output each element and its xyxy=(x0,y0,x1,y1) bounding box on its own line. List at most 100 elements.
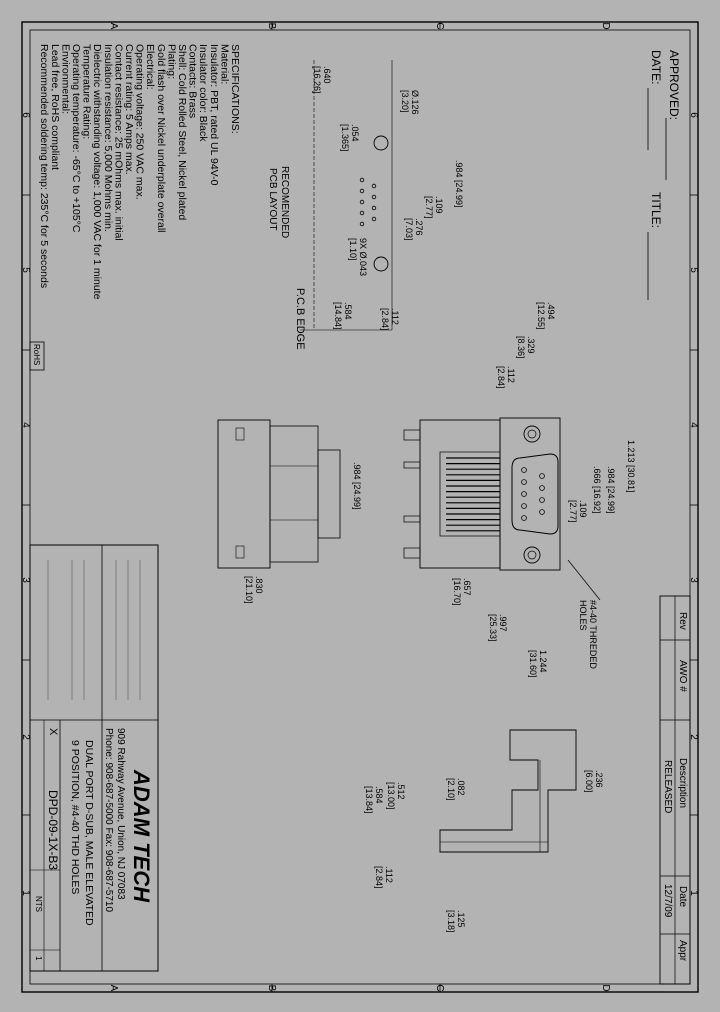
company-address: 909 Rahway Avenue, Union, NJ 07083 xyxy=(115,728,126,900)
zone-letter-bot-b: B xyxy=(266,985,277,992)
zone-letter-top-c: C xyxy=(434,22,445,29)
zone-number-r-5: 5 xyxy=(688,267,699,273)
zone-number-l-5: 5 xyxy=(20,267,31,273)
outer-border xyxy=(21,21,699,993)
front-dim-494: .494[12.55] xyxy=(536,302,556,330)
side-dim-512: .512[13.00] xyxy=(386,782,406,810)
appr-header: Appr xyxy=(677,940,688,962)
pcb-layout: Ø.126[3.20] .640[16.26] .054[1.365] .984… xyxy=(267,60,464,350)
specification-line: Insulator color: Black xyxy=(197,44,209,142)
awo-header: AWO # xyxy=(677,660,688,692)
dsub-pin xyxy=(521,467,527,473)
pcb-dim-112: .112[2.84] xyxy=(380,308,400,331)
pcb-dim-276: .276[7.03] xyxy=(404,218,424,241)
scale-value: NTS xyxy=(34,896,43,912)
specification-line: Current rating: 5 Amps max. xyxy=(123,44,135,175)
inner-border xyxy=(29,29,691,985)
zone-letter-top-b: B xyxy=(266,23,277,30)
top-dim-984: .984 [24.99] xyxy=(352,462,362,510)
company-name: ADAM TECH xyxy=(129,769,154,903)
zone-number-l-6: 6 xyxy=(20,112,31,118)
pcb-edge-label: P.C.B EDGE xyxy=(294,288,306,350)
side-dim-236: .236[6.00] xyxy=(584,770,604,793)
pcb-layout-label-1: RECOMENDED xyxy=(279,166,290,238)
specification-line: Plating: xyxy=(165,44,177,79)
side-dim-112: .112[2.84] xyxy=(374,866,394,889)
date-cell: 12/7/09 xyxy=(662,884,673,918)
pcb-pin-hole xyxy=(371,183,377,189)
side-dim-125: .125[3.18] xyxy=(446,910,466,933)
zone-number-r-4: 4 xyxy=(688,422,699,428)
dsub-pin xyxy=(539,497,545,503)
drawing-title-2: 9 POSITION, #4-40 THD HOLES xyxy=(69,740,81,894)
specification-line: Material: xyxy=(218,44,230,84)
top-dim-830: .830[21.10] xyxy=(244,576,264,604)
zone-number-r-1: 1 xyxy=(688,890,699,896)
dsub-pin xyxy=(539,509,545,515)
specification-line: Recommended soldering temp: 235°C for 5 … xyxy=(38,44,50,288)
pcb-dim-984: .984 [24.99] xyxy=(454,160,464,208)
rohs-badge: RoHS xyxy=(32,344,41,365)
front-dim-1244: 1.244[31.60] xyxy=(528,650,548,678)
specification-line: Gold flash over Nickel underplate overal… xyxy=(155,44,167,233)
pcb-pin-hole xyxy=(359,210,365,216)
zone-number-l-4: 4 xyxy=(20,422,31,428)
zone-number-l-2: 2 xyxy=(20,734,31,740)
pcb-dim-054: .054[1.365] xyxy=(340,124,360,152)
zone-letters: A B C D A B C D 6 5 4 3 2 1 6 5 4 3 2 1 xyxy=(20,22,699,991)
zone-letter-bot-d: D xyxy=(600,984,611,991)
front-dim-657: .657[16.70] xyxy=(452,578,472,606)
dsub-pin xyxy=(539,485,545,491)
specification-line: Contacts: Brass xyxy=(187,44,199,118)
pcb-pin-holes xyxy=(359,177,377,227)
side-view-outline xyxy=(439,729,577,853)
zone-letter-top-a: A xyxy=(108,23,119,30)
top-view: .984 [24.99] .830[21.10] xyxy=(217,419,362,604)
thread-hole-top xyxy=(523,425,541,443)
date-header: Date xyxy=(677,886,688,908)
pcb-dim-109: .109[2.77] xyxy=(424,196,444,219)
specification-line: Dielectric withstanding voltage: 1,000 V… xyxy=(91,44,103,300)
thread-hole-bottom xyxy=(523,546,541,564)
revision-table: Rev AWO # Description Date Appr RELEASED… xyxy=(659,595,691,985)
pcb-dim-640: .640[16.26] xyxy=(312,66,332,94)
specification-line: Shell: Cold Rolled Steel, Nickel plated xyxy=(176,44,188,220)
specification-line: Environmental: xyxy=(59,44,71,114)
front-dim-984: .984 [24.99] xyxy=(606,466,616,514)
drawing-title-1: DUAL PORT D-SUB, MALE ELEVATED xyxy=(83,740,95,926)
front-view-fins xyxy=(446,457,500,532)
front-view: .494[12.55] .329[8.36] .112[2.84] 1.213 … xyxy=(403,302,636,678)
description-header: Description xyxy=(677,758,688,808)
zone-letter-top-d: D xyxy=(600,22,611,29)
specification-line: Temperature Rating: xyxy=(81,44,93,139)
approval-block: APPROVED: DATE: TITLE: xyxy=(647,50,681,300)
dsub-pin xyxy=(521,515,527,521)
sheet-number: 1 xyxy=(34,956,43,961)
description-cell: RELEASED xyxy=(662,760,673,813)
front-dim-329: .329[8.36] xyxy=(516,336,536,359)
pcb-pin-hole xyxy=(359,188,365,194)
specification-line: Operating voltage: 250 VAC max. xyxy=(134,44,146,200)
dsub-pin xyxy=(521,503,527,509)
zone-letter-bot-a: A xyxy=(108,985,119,992)
zone-ticks xyxy=(22,22,698,992)
pcb-dim-hole-dia: Ø.126[3.20] xyxy=(400,90,420,115)
part-number: DPD-09-1X-B3 xyxy=(46,790,60,870)
specifications-heading: SPECIFICATIONS: xyxy=(229,44,241,134)
dsub-shell-outline xyxy=(511,453,559,535)
front-dim-109: .109[2.77] xyxy=(568,500,588,523)
thread-hole-note: #4-40 THREDEDHOLES xyxy=(578,600,598,669)
rev-header: Rev xyxy=(677,612,688,630)
specifications: SPECIFICATIONS:Material:Insulator: PBT, … xyxy=(38,44,241,300)
pcb-dim-9x-holes: 9X Ø.043[1.10] xyxy=(348,238,368,276)
side-dim-584: .584[13.84] xyxy=(364,786,384,814)
title-label: TITLE: xyxy=(649,192,663,228)
specification-line: Electrical: xyxy=(144,44,156,90)
zone-number-l-3: 3 xyxy=(20,577,31,583)
dsub-pin xyxy=(521,491,527,497)
specification-line: Insulator: PBT, rated UL 94V-0 xyxy=(208,44,220,186)
front-dim-1213: 1.213 [30.81] xyxy=(626,440,636,493)
zone-number-r-2: 2 xyxy=(688,734,699,740)
dsub-pin xyxy=(521,479,527,485)
